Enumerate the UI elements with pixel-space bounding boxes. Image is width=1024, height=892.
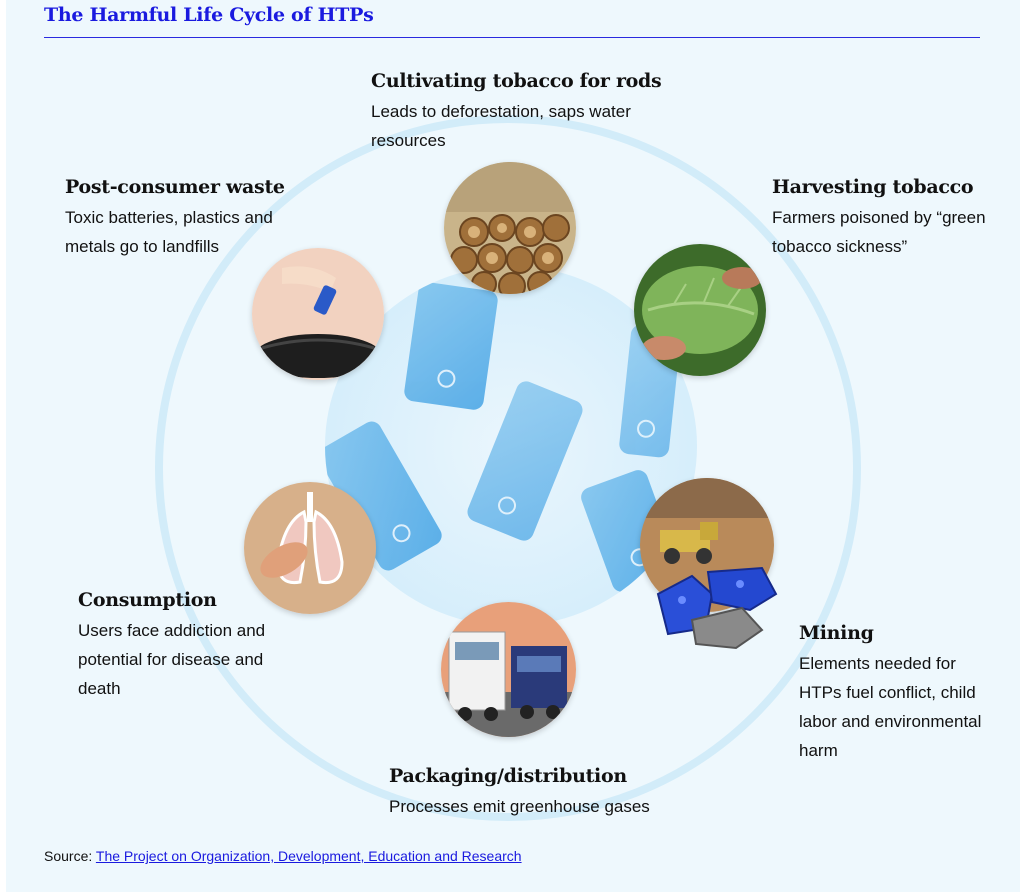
logs-photo (444, 162, 576, 294)
stage-description-cultivating: Leads to deforestation, saps water resou… (371, 102, 631, 150)
waste-photo (252, 248, 384, 380)
stage-heading-harvesting: Harvesting tobacco (772, 176, 974, 198)
page-title: The Harmful Life Cycle of HTPs (44, 4, 374, 26)
cobalt-rocks-image (652, 564, 782, 654)
htp-device (403, 281, 499, 411)
tobacco-leaf-photo (634, 244, 766, 376)
title-divider (44, 37, 980, 38)
stage-heading-packaging: Packaging/distribution (389, 765, 627, 787)
stage-description-waste: Toxic batteries, plastics and metals go … (65, 208, 273, 256)
source-credit: Source: The Project on Organization, Dev… (44, 848, 522, 864)
stage-description-mining: Elements needed for HTPs fuel conflict, … (799, 654, 982, 760)
stage-heading-waste: Post-consumer waste (65, 176, 285, 198)
stage-description-consumption: Users face addiction and potential for d… (78, 621, 266, 698)
source-label: Source: (44, 848, 93, 864)
lungs-photo (244, 482, 376, 614)
cycle-ring (155, 115, 861, 821)
stage-description-harvesting: Farmers poisoned by “green tobacco sickn… (772, 208, 986, 256)
stage-heading-mining: Mining (799, 622, 874, 644)
stage-heading-consumption: Consumption (78, 589, 217, 611)
source-link[interactable]: The Project on Organization, Development… (95, 848, 522, 864)
stage-heading-cultivating: Cultivating tobacco for rods (371, 70, 662, 92)
trucks-photo (441, 602, 576, 737)
stage-description-packaging: Processes emit greenhouse gases (389, 797, 650, 816)
